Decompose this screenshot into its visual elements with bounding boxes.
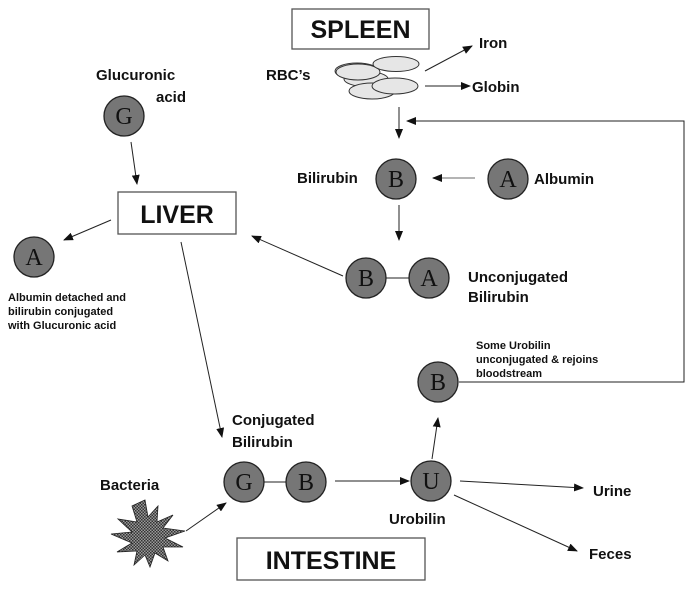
urobilin-molecule-letter: U (422, 469, 439, 495)
conjugated-complex: G B (223, 461, 327, 503)
glucuronic-molecule: G (103, 95, 145, 137)
arrow-urobilin-to-urine (459, 480, 584, 492)
arrow-to-iron (424, 45, 473, 72)
arrow-urobilin-to-feces (453, 494, 578, 552)
recycled-bilirubin-molecule: B (417, 361, 459, 403)
spleen-box: SPLEEN (291, 8, 430, 50)
urobilin-note-line3: bloodstream (476, 368, 542, 380)
glucuronic-label-line1: Glucuronic (96, 67, 175, 84)
urobilin-note-line1: Some Urobilin (476, 340, 551, 352)
liver-albumin-molecule: A (13, 236, 55, 278)
arrow-glucuronic-to-liver (130, 141, 140, 185)
albumin-label: Albumin (534, 171, 594, 188)
recycled-b-letter: B (430, 370, 446, 396)
albumin-note-line1: Albumin detached and (8, 292, 126, 304)
conjugated-label-line1: Conjugated (232, 412, 315, 429)
albumin-molecule: A (487, 158, 529, 200)
intestine-box: INTESTINE (236, 537, 426, 581)
arrow-liver-to-intestine (180, 241, 225, 438)
arrow-bacteria-to-conjugated (185, 502, 227, 532)
bilirubin-molecule: B (375, 158, 417, 200)
urobilin-note-line2: unconjugated & rejoins (476, 354, 598, 366)
liver-box: LIVER (117, 191, 237, 235)
unconjugated-complex: B A (345, 257, 450, 299)
unconjugated-label-line1: Unconjugated (468, 269, 568, 286)
unconjugated-label-line2: Bilirubin (468, 289, 529, 306)
urobilin-molecule: U (410, 460, 452, 502)
complex-a-letter: A (420, 266, 438, 292)
arrow-complex-to-liver (251, 235, 344, 277)
spleen-label: SPLEEN (310, 16, 410, 44)
arrow-urobilin-to-recycled (431, 417, 441, 460)
rbcs-label: RBC’s (266, 67, 310, 84)
arrow-recycle-to-bloodstream (406, 117, 685, 383)
complex-b-letter: B (358, 266, 374, 292)
albumin-molecule-letter: A (499, 167, 517, 193)
conj-g-letter: G (235, 470, 252, 496)
glucuronic-molecule-letter: G (115, 104, 132, 130)
bilirubin-molecule-letter: B (388, 167, 404, 193)
albumin-note-line3: with Glucuronic acid (7, 320, 116, 332)
glucuronic-label-line2: acid (156, 89, 186, 106)
globin-label: Globin (472, 79, 520, 96)
liver-albumin-letter: A (25, 245, 43, 271)
arrow-liver-to-albumin (63, 219, 112, 241)
bacteria-icon (110, 499, 186, 569)
urobilin-label: Urobilin (389, 511, 446, 528)
bilirubin-label: Bilirubin (297, 170, 358, 187)
rbc-cluster-icon (334, 56, 420, 100)
liver-label: LIVER (140, 201, 214, 229)
conj-b-letter: B (298, 470, 314, 496)
albumin-note-line2: bilirubin conjugated (8, 306, 113, 318)
urine-label: Urine (593, 483, 631, 500)
conjugated-label-line2: Bilirubin (232, 434, 293, 451)
intestine-label: INTESTINE (266, 547, 397, 575)
iron-label: Iron (479, 35, 507, 52)
bacteria-label: Bacteria (100, 477, 160, 494)
feces-label: Feces (589, 546, 632, 563)
